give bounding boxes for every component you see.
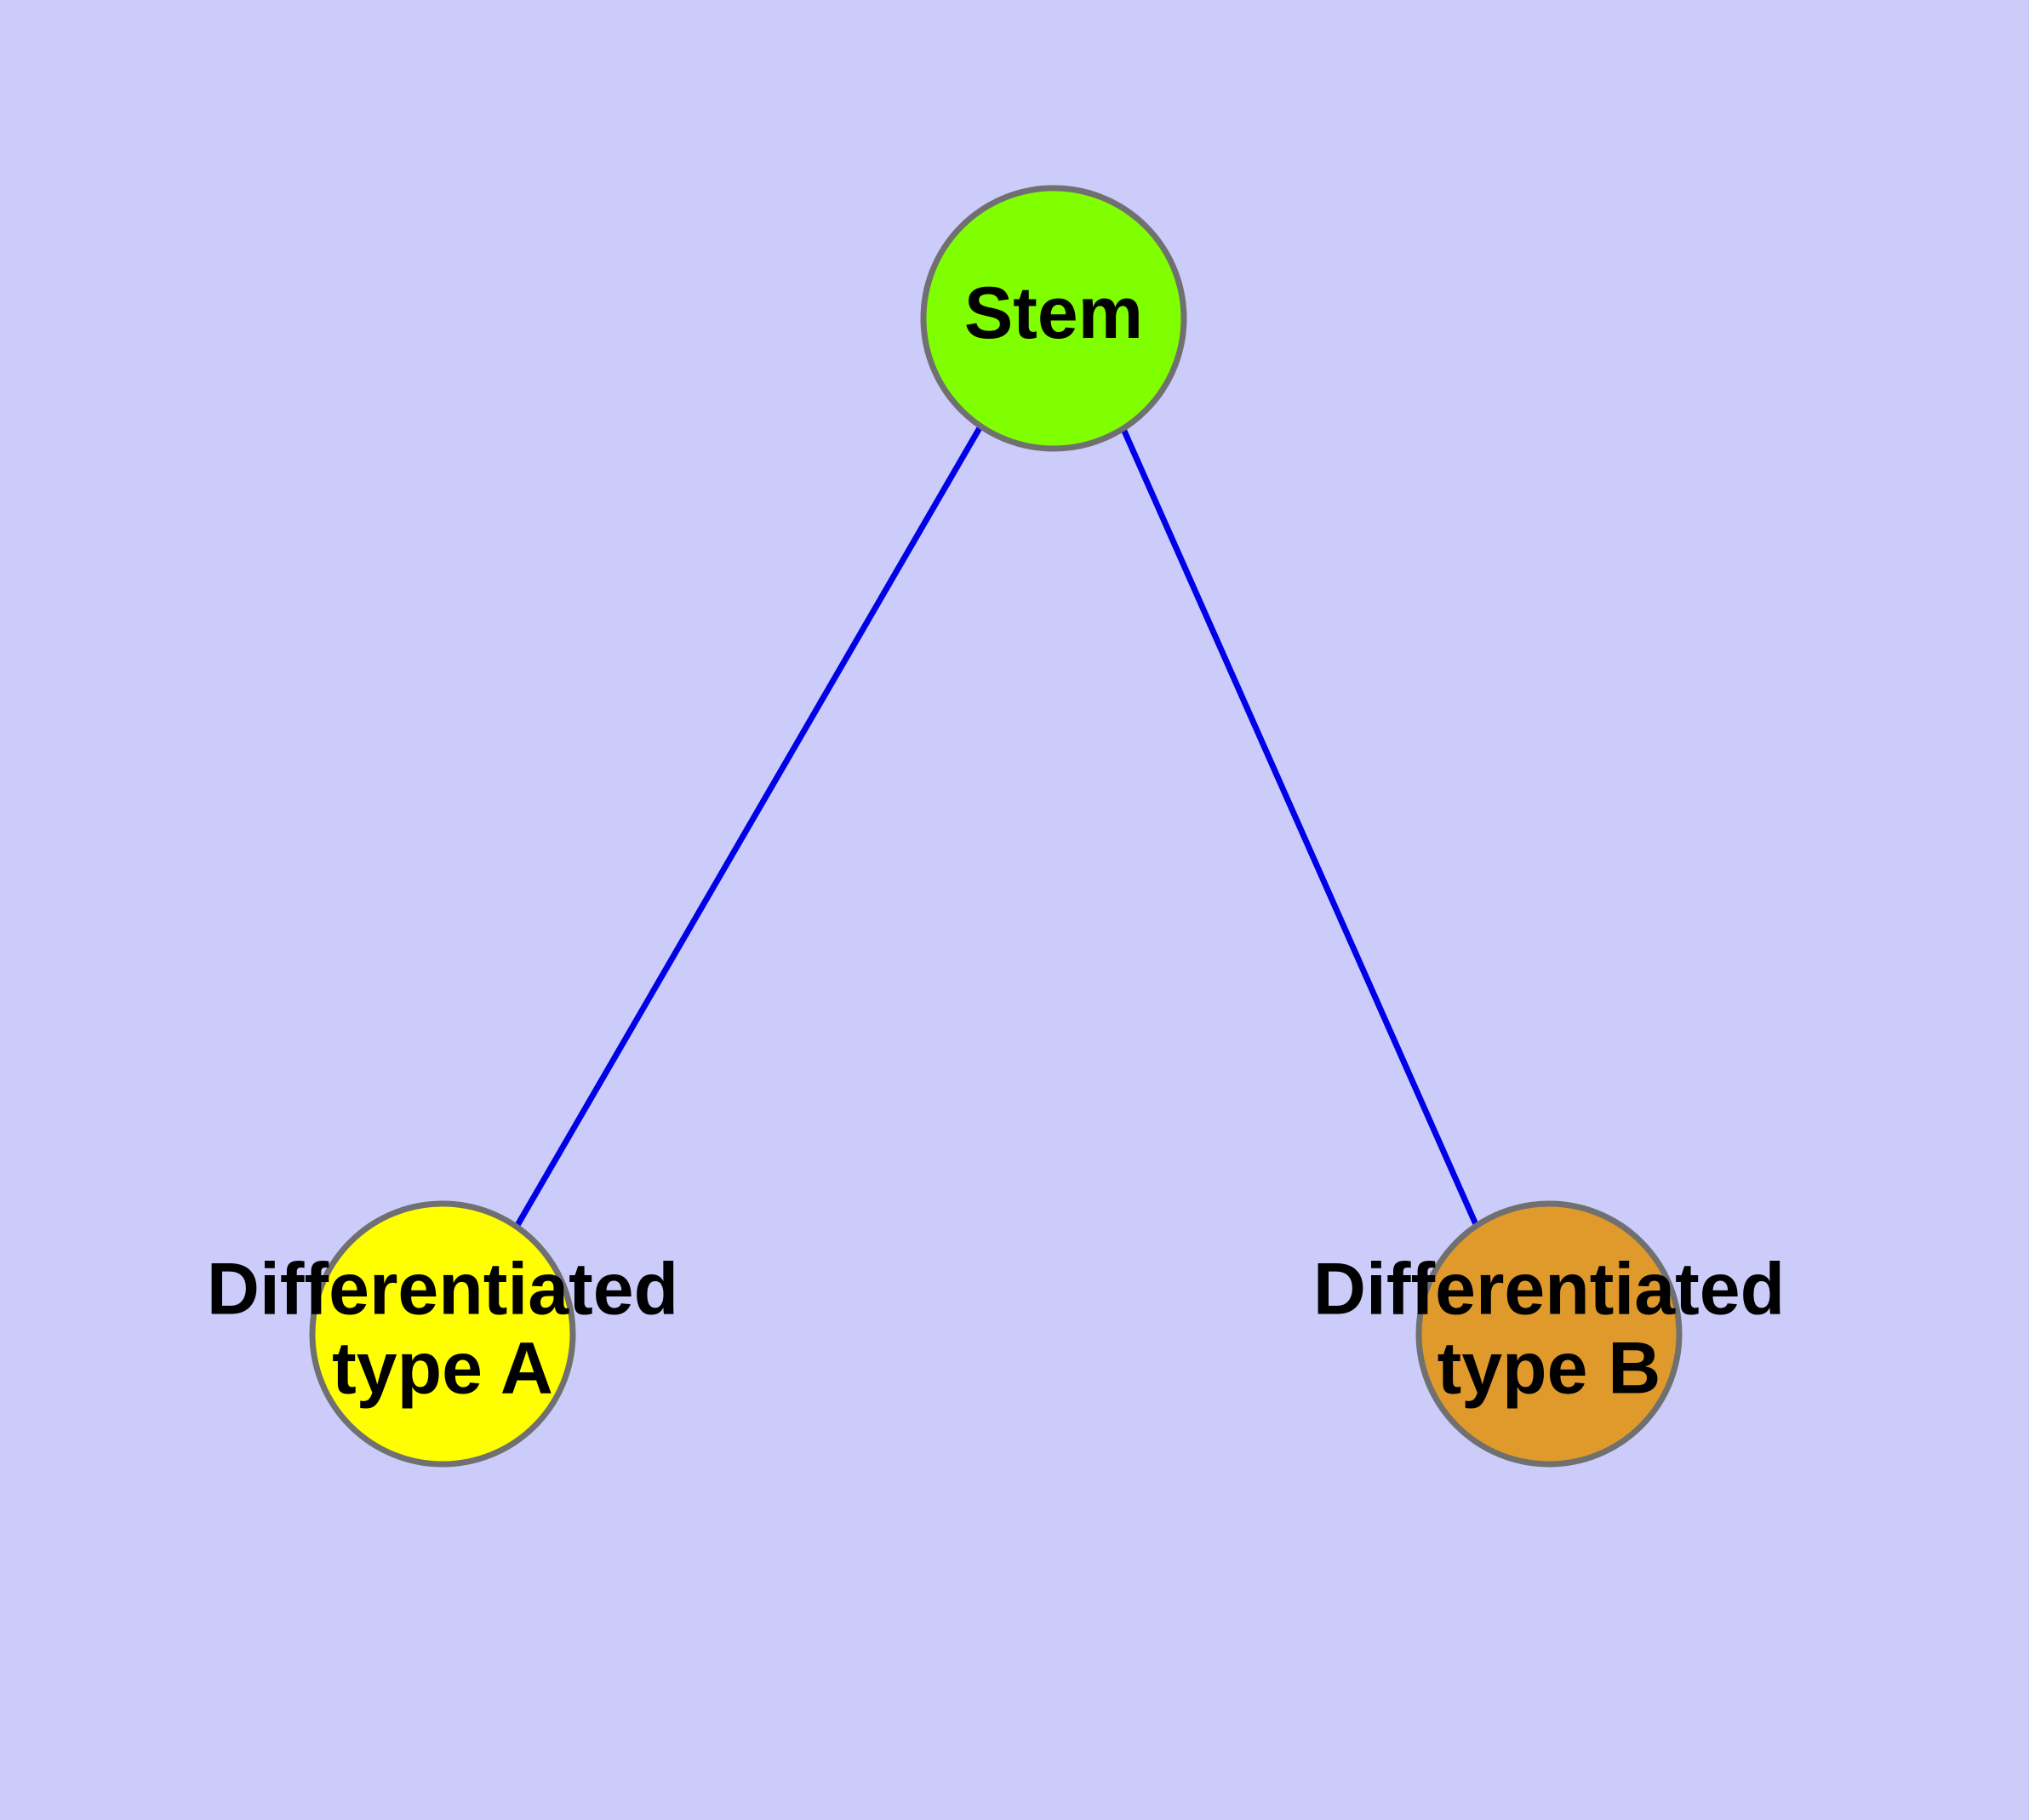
node-stem-label: Stem — [964, 272, 1143, 354]
node-differentiated-type-a-circle[interactable] — [309, 1200, 576, 1468]
edge-stem-to-differentiated-b[interactable] — [1120, 427, 1482, 1232]
node-label-line: Stem — [964, 272, 1143, 354]
edge-stem-to-differentiated-a[interactable] — [513, 425, 984, 1228]
node-stem-circle[interactable] — [920, 185, 1187, 452]
node-differentiated-type-b-circle[interactable] — [1415, 1200, 1683, 1468]
node-label-line: Differentiated — [1313, 1248, 1785, 1330]
node-label-line: type A — [332, 1327, 553, 1409]
node-label-line: Differentiated — [207, 1248, 678, 1330]
edges-group — [513, 425, 1482, 1232]
node-label-line: type B — [1437, 1327, 1661, 1409]
node-stem[interactable]: Stem — [920, 185, 1187, 452]
